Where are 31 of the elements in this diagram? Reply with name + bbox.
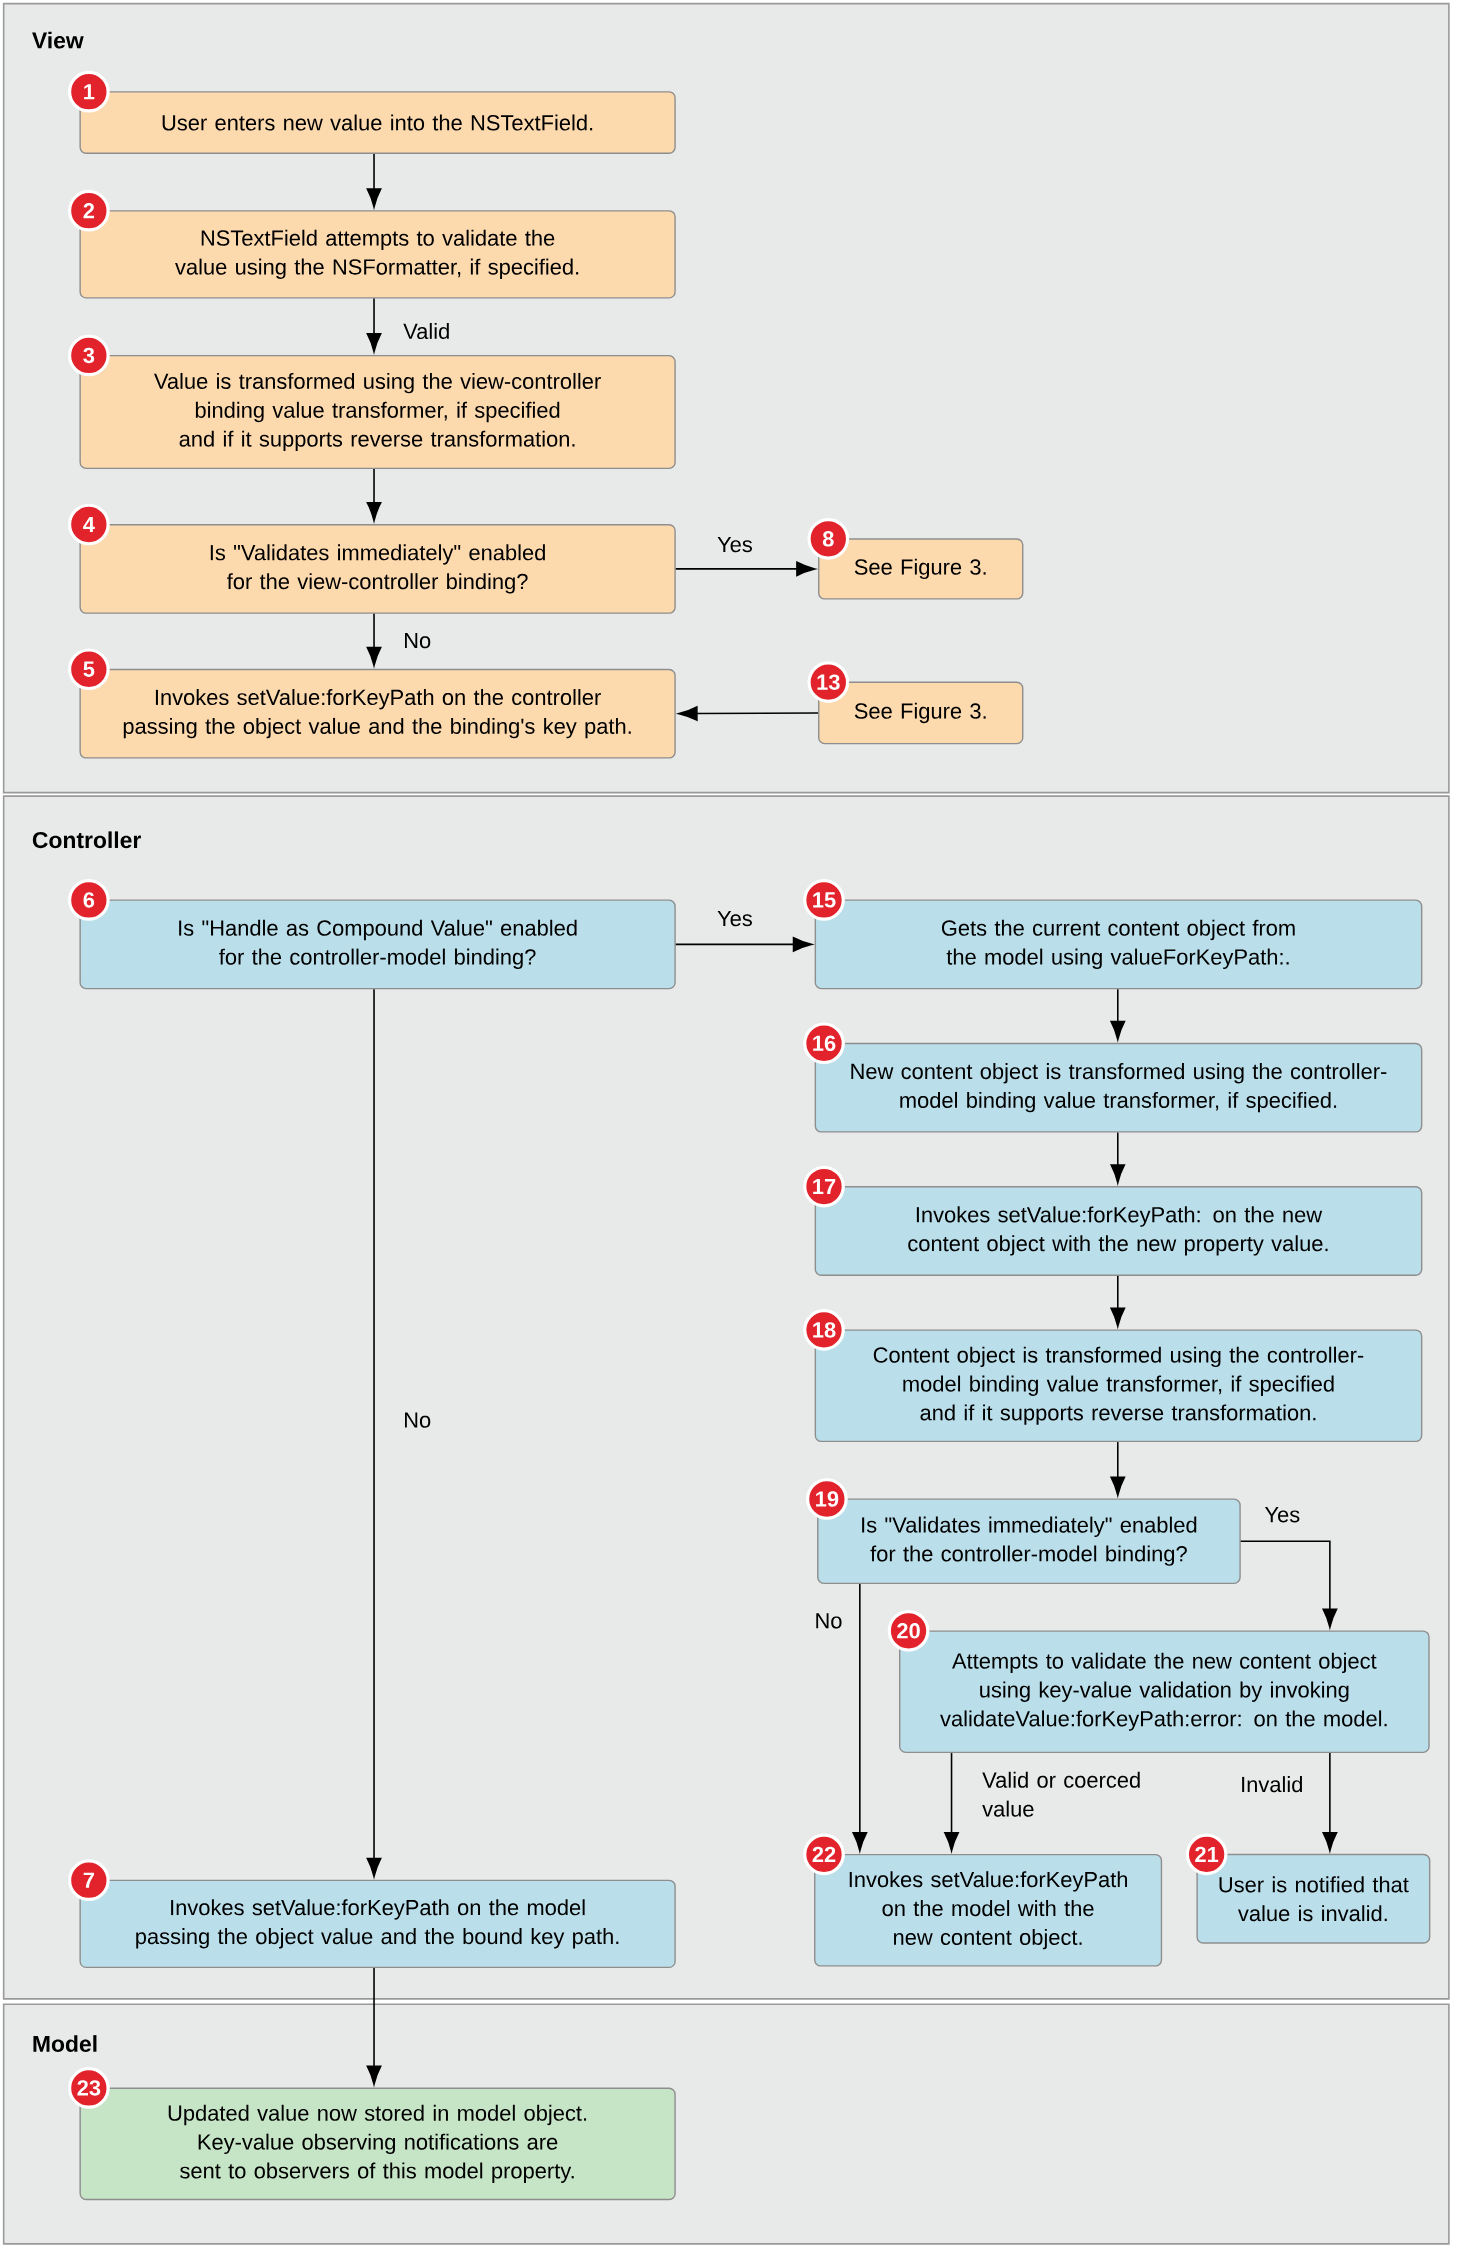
edge-label: Valid or coerced value: [978, 1768, 1157, 1820]
arrow: [852, 1583, 868, 1852]
arrow: [943, 1752, 959, 1852]
callout-number: 21: [1185, 1833, 1228, 1876]
arrow: [366, 153, 382, 208]
arrow: [1110, 1441, 1125, 1496]
arrow: [678, 706, 819, 721]
edge-label: No: [811, 1610, 846, 1632]
edge-label: Valid: [400, 320, 454, 343]
arrow: [1322, 1752, 1338, 1852]
edge-label: No: [400, 629, 434, 652]
arrow: [366, 988, 382, 1878]
callout-number: 13: [807, 661, 849, 703]
callout-number: 18: [802, 1309, 845, 1351]
edge-label: Yes: [1261, 1504, 1303, 1526]
arrow: [1110, 1275, 1125, 1327]
arrow: [366, 1967, 382, 2085]
edge-label: No: [400, 1409, 434, 1431]
callout-number: 3: [67, 334, 110, 377]
callout-number: 8: [807, 518, 849, 560]
callout-number: 15: [802, 879, 845, 921]
arrow: [1110, 988, 1125, 1041]
arrow: [674, 937, 812, 952]
arrow: [1110, 1131, 1125, 1184]
arrow: [1239, 1540, 1338, 1628]
arrow: [366, 613, 382, 667]
edge-label: Invalid: [1236, 1773, 1307, 1796]
arrow: [366, 468, 382, 522]
arrow: [366, 297, 382, 353]
arrow: [674, 561, 816, 577]
callout-number: 22: [802, 1833, 845, 1876]
